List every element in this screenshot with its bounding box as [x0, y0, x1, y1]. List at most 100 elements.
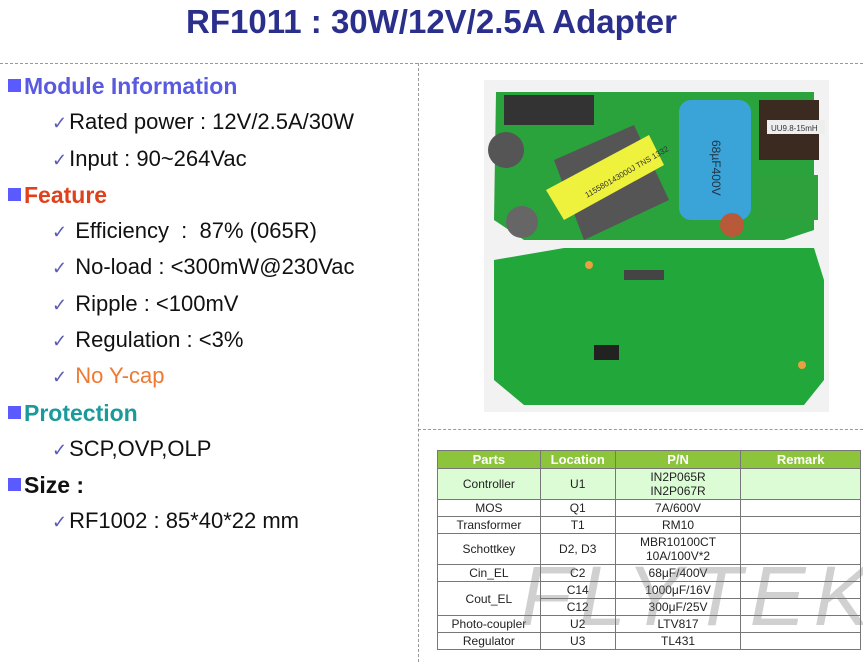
- cell-pn: 68μF/400V: [614, 564, 742, 582]
- checkmark-icon: ✓: [52, 258, 68, 278]
- square-bullet-icon: [8, 188, 21, 201]
- checkmark-icon: ✓: [52, 512, 68, 532]
- checkmark-icon: ✓: [52, 295, 68, 315]
- square-bullet-icon: [8, 79, 21, 92]
- cell-location: D2, D3: [539, 533, 616, 565]
- cell-location: C14: [539, 581, 616, 599]
- cell-part: Transformer: [437, 516, 541, 534]
- spec-item-text: Rated power : 12V/2.5A/30W: [69, 109, 355, 134]
- cell-part: MOS: [437, 499, 541, 517]
- svg-text:68µF400V: 68µF400V: [709, 140, 723, 196]
- checkmark-icon: ✓: [52, 113, 68, 133]
- cell-remark: [740, 581, 861, 599]
- cell-part: Cin_EL: [437, 564, 541, 582]
- spec-item: ✓ Efficiency : 87% (065R): [0, 217, 317, 246]
- pn-line: TL431: [661, 634, 696, 648]
- col-header-remark: Remark: [740, 450, 861, 469]
- section-heading-text: Feature: [24, 182, 108, 208]
- spec-item: ✓ Regulation : <3%: [0, 326, 243, 355]
- spec-item-text: Regulation : <3%: [69, 327, 244, 352]
- spec-item-text: No-load : <300mW@230Vac: [69, 254, 355, 279]
- cell-part: Controller: [437, 468, 541, 500]
- pn-line: IN2P067R: [650, 484, 706, 498]
- square-bullet-icon: [8, 406, 21, 419]
- page-title: RF1011 : 30W/12V/2.5A Adapter: [186, 3, 677, 40]
- cell-pn: 300μF/25V: [614, 598, 742, 616]
- cell-location: U2: [539, 615, 616, 633]
- col-header-pn: P/N: [614, 450, 742, 469]
- cell-location: C2: [539, 564, 616, 582]
- cell-pn: RM10: [614, 516, 742, 534]
- section-heading: Feature: [0, 181, 107, 209]
- col-header-location: Location: [539, 450, 616, 469]
- cell-pn: TL431: [614, 632, 742, 650]
- pn-line: 68μF/400V: [648, 566, 708, 580]
- cell-remark: [740, 468, 861, 500]
- spec-item-text: Input : 90~264Vac: [69, 146, 247, 171]
- pn-line: 300μF/25V: [648, 600, 708, 614]
- spec-item-text: Efficiency : 87% (065R): [69, 218, 317, 243]
- col-header-parts: Parts: [437, 450, 541, 469]
- cell-remark: [740, 499, 861, 517]
- spec-item: ✓RF1002 : 85*40*22 mm: [0, 507, 299, 536]
- cell-remark: [740, 516, 861, 534]
- square-bullet-icon: [8, 478, 21, 491]
- spec-item-text: No Y-cap: [69, 363, 165, 388]
- cell-remark: [740, 632, 861, 650]
- svg-text:UU9.8-15mH: UU9.8-15mH: [771, 124, 818, 133]
- table-row: C12 300μF/25V: [438, 598, 861, 616]
- pn-line: 7A/600V: [655, 501, 702, 515]
- pcb-top-image: 115580143000J TNS 1332 68µF400V UU9.8-15…: [488, 92, 825, 240]
- checkmark-icon: ✓: [52, 367, 68, 387]
- cell-part: Regulator: [437, 632, 541, 650]
- cell-part: Photo-coupler: [437, 615, 541, 633]
- cell-location: U1: [539, 468, 616, 500]
- cell-location: U3: [539, 632, 616, 650]
- cell-pn: 7A/600V: [614, 499, 742, 517]
- divider: [418, 63, 419, 662]
- spec-item-text: Ripple : <100mV: [69, 291, 239, 316]
- section-heading: Size :: [0, 471, 84, 499]
- section-heading: Protection: [0, 399, 138, 427]
- cell-part: Cout_EL: [437, 581, 541, 616]
- spec-item-text: RF1002 : 85*40*22 mm: [69, 508, 299, 533]
- cell-location: Q1: [539, 499, 616, 517]
- spec-item: ✓ No Y-cap: [0, 362, 165, 391]
- divider: [0, 63, 863, 64]
- cell-remark: [740, 615, 861, 633]
- spec-item-text: SCP,OVP,OLP: [69, 436, 212, 461]
- section-heading-text: Module Information: [24, 73, 238, 99]
- checkmark-icon: ✓: [52, 150, 68, 170]
- cell-remark: [740, 598, 861, 616]
- cell-location: C12: [539, 598, 616, 616]
- section-heading: Module Information: [0, 72, 237, 100]
- spec-item: ✓ Ripple : <100mV: [0, 290, 238, 319]
- cell-part: Schottkey: [437, 533, 541, 565]
- checkmark-icon: ✓: [52, 331, 68, 351]
- bulk-capacitor: [679, 100, 751, 220]
- pn-line: 1000μF/16V: [645, 583, 711, 597]
- cell-location: T1: [539, 516, 616, 534]
- divider: [418, 429, 863, 430]
- spec-item: ✓Input : 90~264Vac: [0, 145, 247, 174]
- spec-item: ✓ No-load : <300mW@230Vac: [0, 253, 355, 282]
- cell-pn: 1000μF/16V: [614, 581, 742, 599]
- pn-line: MBR10100CT: [640, 535, 717, 549]
- transformer: [546, 135, 664, 220]
- section-heading-text: Protection: [24, 400, 138, 426]
- checkmark-icon: ✓: [52, 440, 68, 460]
- pcb-photo: 115580143000J TNS 1332 68µF400V UU9.8-15…: [484, 80, 829, 412]
- spec-item: ✓Rated power : 12V/2.5A/30W: [0, 108, 354, 137]
- cell-remark: [740, 564, 861, 582]
- cell-remark: [740, 533, 861, 565]
